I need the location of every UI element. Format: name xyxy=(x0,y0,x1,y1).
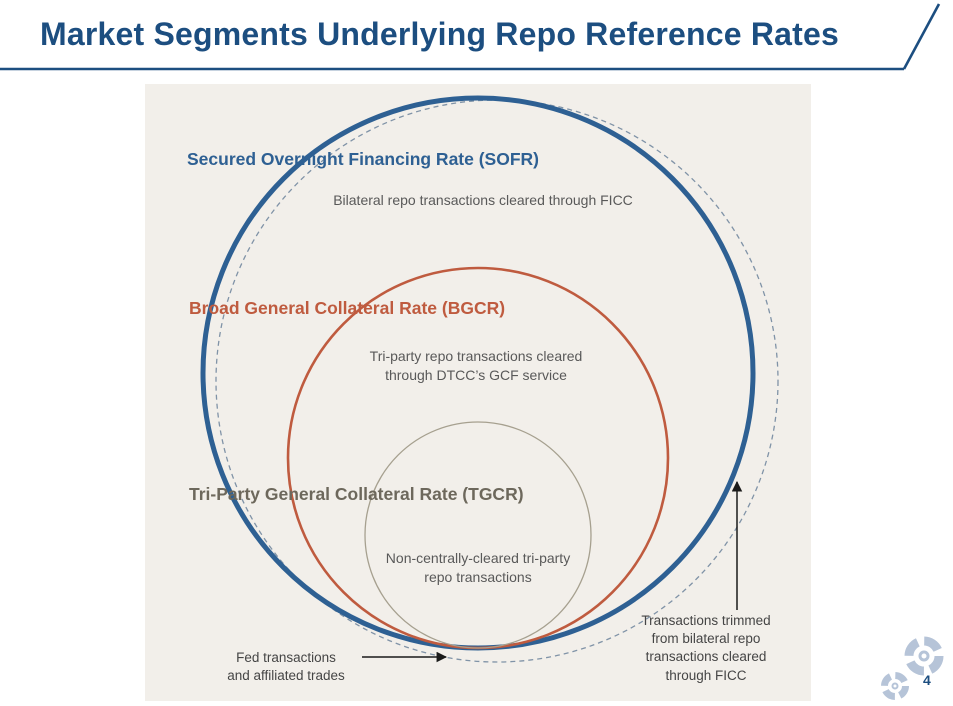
tgcr-label: Tri-Party General Collateral Rate (TGCR) xyxy=(189,484,524,504)
header-diagonal-line xyxy=(902,3,941,70)
page-title: Market Segments Underlying Repo Referenc… xyxy=(40,16,839,52)
sofr-label: Secured Overnight Financing Rate (SOFR) xyxy=(187,149,539,169)
page-number: 4 xyxy=(923,672,931,688)
logo-icon xyxy=(881,636,944,700)
logo-gear-large xyxy=(904,636,944,676)
bgcr-description: Tri-party repo transactions cleared thro… xyxy=(369,348,583,384)
bgcr-circle xyxy=(286,266,670,650)
tgcr-circle xyxy=(364,421,592,649)
bgcr-label: Broad General Collateral Rate (BGCR) xyxy=(189,298,506,318)
trimmed-transactions-note: Transactions trimmed from bilateral repo… xyxy=(641,613,771,683)
header-rule xyxy=(0,3,941,71)
fed-transactions-note: Fed transactions and affiliated trades xyxy=(227,650,345,684)
tgcr-description: Non-centrally-cleared tri-party repo tra… xyxy=(385,550,571,586)
logo-gear-small-hub xyxy=(891,682,899,690)
sofr-description: Bilateral repo transactions cleared thro… xyxy=(333,192,633,208)
logo-gear-small xyxy=(881,672,909,700)
logo-gear-large-hub xyxy=(918,650,930,662)
